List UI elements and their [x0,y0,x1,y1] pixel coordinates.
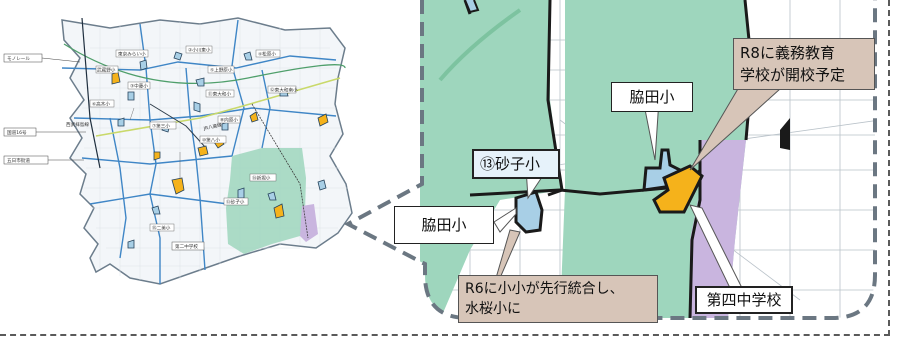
district-green [226,148,306,254]
dashed-frame [0,0,890,336]
svg-text:⑦第三小: ⑦第三小 [152,123,170,130]
label-route16: 国道16号 [7,129,27,136]
school-shape-junior-high [652,164,704,214]
label-seibu: 西武拝島線 [66,121,89,128]
svg-text:⑥高木小: ⑥高木小 [92,101,110,108]
label-fourth-junior-high: 第四中学校 [695,286,793,314]
svg-text:第二中学校: 第二中学校 [175,243,198,250]
svg-text:東京みらい小: 東京みらい小 [118,51,146,58]
callout-bubble-outline [343,0,877,320]
district-boundaries [61,19,337,284]
label-sunago-school: ⑬砂子小 [472,149,560,179]
svg-text:⑩第八小: ⑩第八小 [202,137,220,144]
label-r6-merger-note: R6に小小が先行統合し、 水桜小に [458,275,658,323]
school-shape-sunago [514,190,544,234]
monorail-line [81,17,101,169]
label-r8-opening: R8に義務教育 学校が開校予定 [733,38,875,90]
svg-text:⑮二美小: ⑮二美小 [152,225,171,232]
label-wakita-school-a: 脇田小 [611,82,693,112]
svg-text:⑬砂子小: ⑬砂子小 [226,199,245,206]
svg-text:⑤上野原小: ⑤上野原小 [210,67,233,74]
label-jr: JR八高線 [202,121,223,132]
svg-text:⑧向原小: ⑧向原小 [220,117,238,124]
zoom-waterway [438,8,522,82]
overview-map: モノレール 国道16号 五日市街道 西武拝島線 JR八高線 東京みらい小 ②小川… [3,17,353,285]
svg-text:②小川東小: ②小川東小 [188,47,211,54]
svg-text:⑪東大和小: ⑪東大和小 [208,91,231,98]
svg-text:⑭新堀小: ⑭新堀小 [252,175,271,182]
svg-text:武蔵野小: 武蔵野小 [97,67,116,74]
label-itsukaichi: 五日市街道 [7,157,30,164]
school-shapes [111,51,329,249]
svg-text:③中藤小: ③中藤小 [130,83,148,90]
school-labels: 東京みらい小 ②小川東小 ④松原小 武蔵野小 ⑤上野原小 ③中藤小 ⑪東大和小 … [89,45,298,251]
label-wakita-school-c: 脇田小 [394,206,494,244]
label-monorail: モノレール [7,56,30,62]
svg-text:⑫東大和南小: ⑫東大和南小 [270,87,298,94]
zoom-district-purple [690,140,746,318]
svg-text:④松原小: ④松原小 [258,51,276,58]
overview-labels: モノレール 国道16号 五日市街道 西武拝島線 JR八高線 [3,53,223,165]
